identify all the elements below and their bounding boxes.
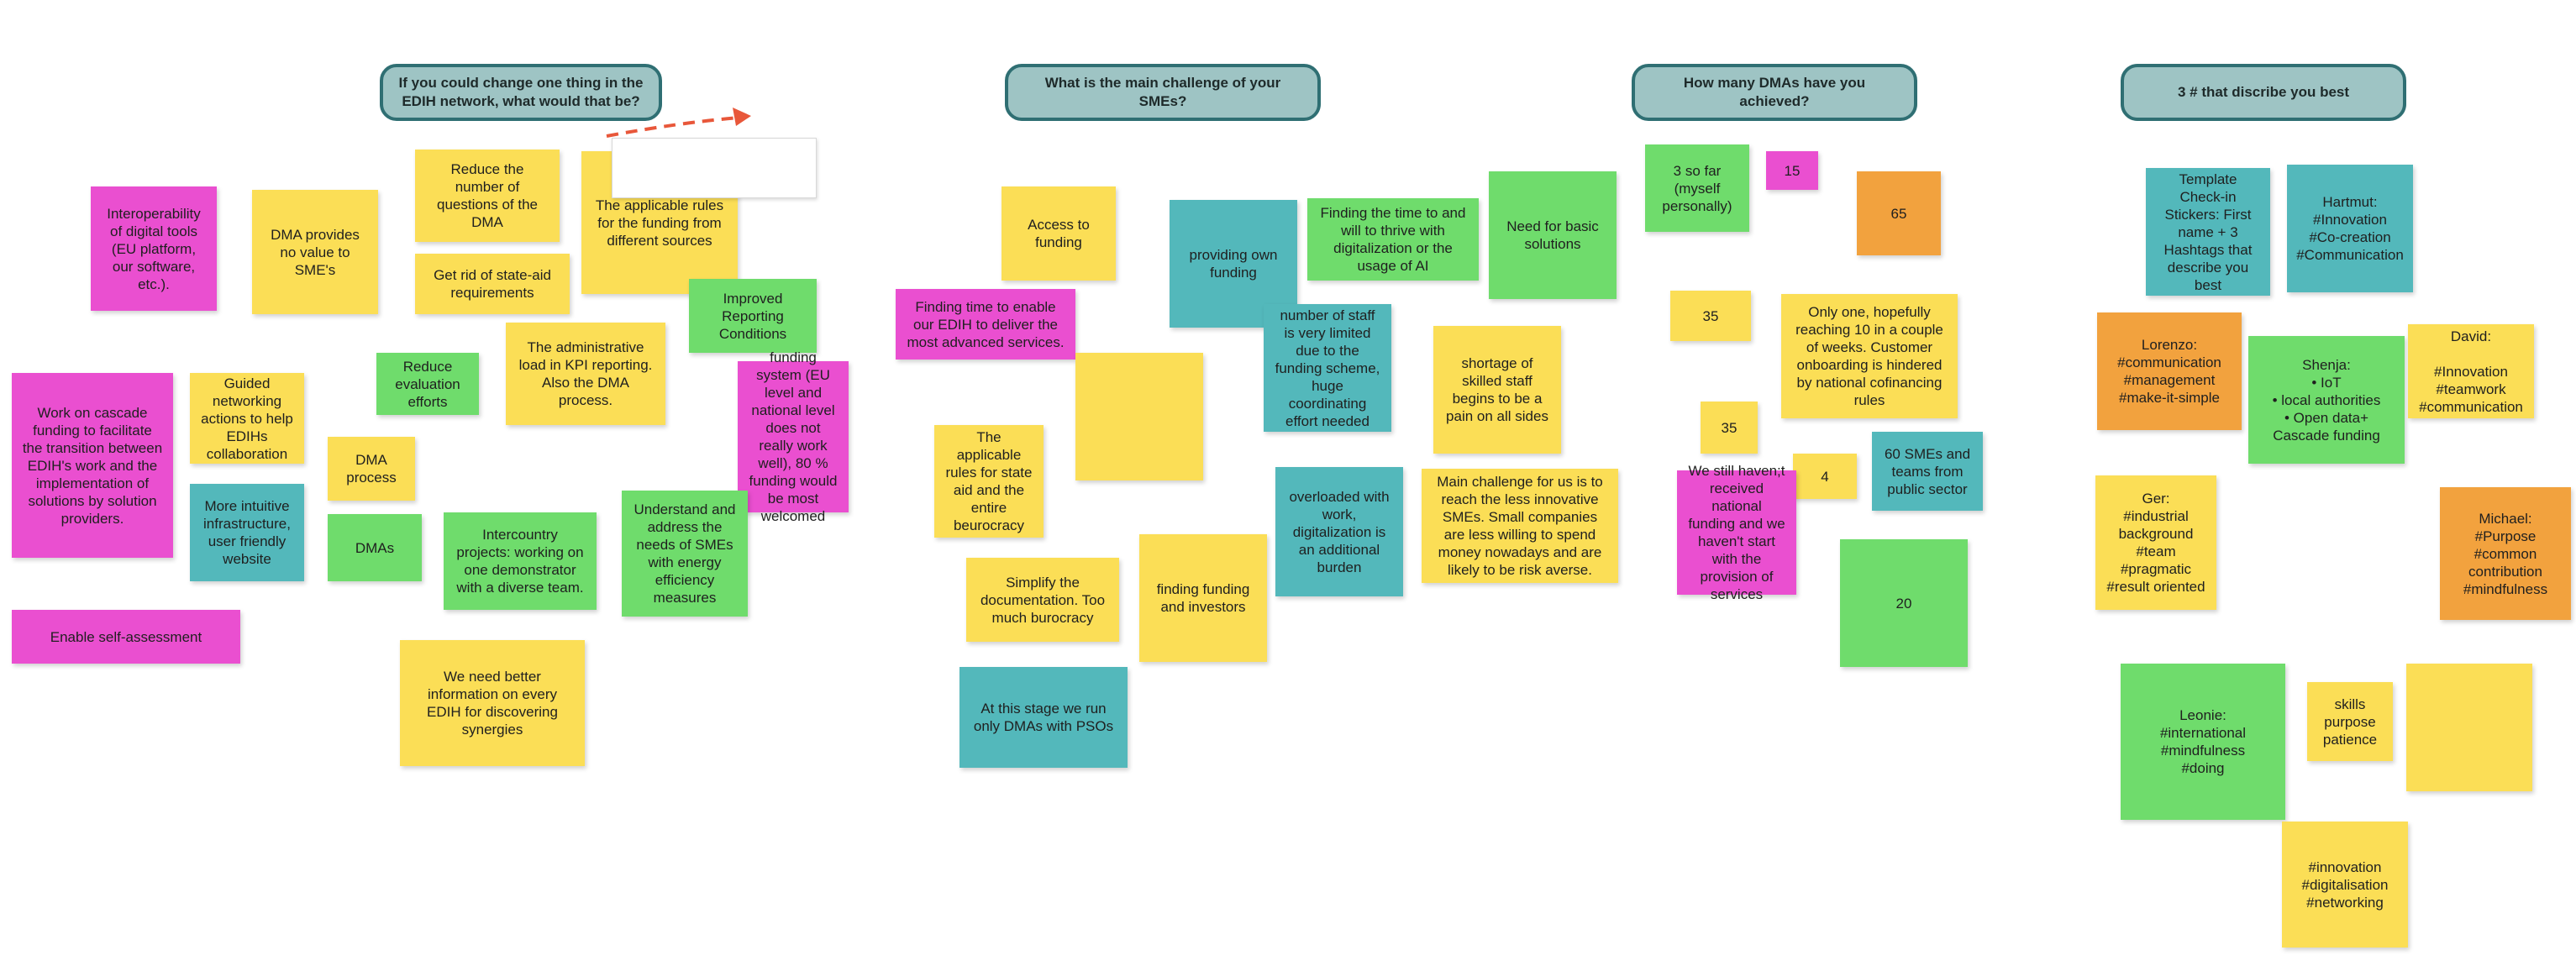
sticky-note[interactable]: The applicable rules for state aid and t… <box>934 425 1044 538</box>
sticky-note[interactable]: DMA provides no value to SME's <box>252 190 378 314</box>
sticky-note[interactable]: Get rid of state-aid requirements <box>415 254 570 314</box>
sticky-note[interactable]: Template Check-in Stickers: First name +… <box>2146 168 2270 296</box>
sticky-note[interactable]: Improved Reporting Conditions <box>689 279 817 353</box>
header-label: 3 # that discribe you best <box>2177 84 2350 100</box>
blank-sticky-note[interactable] <box>1075 353 1203 480</box>
sticky-note[interactable]: finding funding and investors <box>1139 534 1267 662</box>
sticky-note[interactable]: 60 SMEs and teams from public sector <box>1872 432 1983 511</box>
sticky-note[interactable]: Guided networking actions to help EDIHs … <box>190 373 304 464</box>
sticky-note[interactable]: David: #Innovation #teamwork #communicat… <box>2408 324 2534 418</box>
question-header-sme-challenge[interactable]: What is the main challenge of your SMEs? <box>1005 64 1321 121</box>
sticky-note[interactable]: Only one, hopefully reaching 10 in a cou… <box>1781 294 1958 418</box>
sticky-note[interactable]: Shenja: • IoT • local authorities • Open… <box>2248 336 2405 464</box>
sticky-note[interactable]: More intuitive infrastructure, user frie… <box>190 484 304 581</box>
sticky-note[interactable]: 35 <box>1701 402 1758 454</box>
dashed-arrow-connector[interactable] <box>603 104 754 146</box>
sticky-note[interactable]: 20 <box>1840 539 1968 667</box>
sticky-note[interactable]: Ger: #industrial background #team #pragm… <box>2095 475 2216 610</box>
sticky-note[interactable]: DMA process <box>328 437 415 501</box>
sticky-note[interactable]: Need for basic solutions <box>1489 171 1617 299</box>
sticky-note[interactable]: Finding the time to and will to thrive w… <box>1307 198 1479 281</box>
sticky-note[interactable]: funding system (EU level and national le… <box>738 349 849 524</box>
sticky-note[interactable]: Lorenzo: #communication #management #mak… <box>2097 312 2242 430</box>
question-header-hashtags[interactable]: 3 # that discribe you best <box>2121 64 2406 121</box>
sticky-note[interactable]: Understand and address the needs of SMEs… <box>622 491 748 617</box>
sticky-note[interactable]: overloaded with work, digitalization is … <box>1275 467 1403 596</box>
header-label: If you could change one thing in the EDI… <box>398 75 644 109</box>
sticky-note[interactable]: shortage of skilled staff begins to be a… <box>1433 326 1561 454</box>
sticky-note[interactable]: 15 <box>1766 151 1818 190</box>
sticky-note[interactable]: 3 so far (myself personally) <box>1645 144 1749 232</box>
sticky-note[interactable]: The administrative load in KPI reporting… <box>506 323 665 425</box>
sticky-note[interactable]: 35 <box>1670 291 1751 341</box>
sticky-note[interactable]: 65 <box>1857 171 1941 255</box>
sticky-note[interactable]: Work on cascade funding to facilitate th… <box>12 373 173 558</box>
sticky-note[interactable]: Intercountry projects: working on one de… <box>444 512 597 610</box>
blank-white-card[interactable] <box>612 138 817 198</box>
sticky-note[interactable]: DMAs <box>328 514 422 581</box>
sticky-note[interactable]: We need better information on every EDIH… <box>400 640 585 766</box>
sticky-note[interactable]: Leonie: #international #mindfulness #doi… <box>2121 664 2285 820</box>
sticky-note[interactable]: Interoperability of digital tools (EU pl… <box>91 186 217 311</box>
question-header-change-edih[interactable]: If you could change one thing in the EDI… <box>380 64 662 121</box>
sticky-note[interactable]: Enable self-assessment <box>12 610 240 664</box>
sticky-note[interactable]: Main challenge for us is to reach the le… <box>1422 469 1618 583</box>
sticky-note[interactable]: Simplify the documentation. Too much bur… <box>966 558 1119 642</box>
sticky-note[interactable]: Reduce the number of questions of the DM… <box>415 150 560 242</box>
sticky-note[interactable]: skills purpose patience <box>2307 682 2393 761</box>
sticky-note[interactable]: Reduce evaluation efforts <box>376 353 479 415</box>
header-label: How many DMAs have you achieved? <box>1683 75 1866 109</box>
sticky-note[interactable]: 4 <box>1793 454 1857 499</box>
blank-sticky-note[interactable] <box>2406 664 2532 791</box>
header-label: What is the main challenge of your SMEs? <box>1044 75 1281 109</box>
sticky-note[interactable]: Michael: #Purpose #common contribution #… <box>2440 487 2571 620</box>
sticky-note[interactable]: number of staff is very limited due to t… <box>1264 304 1391 432</box>
sticky-note[interactable]: Hartmut: #Innovation #Co-creation #Commu… <box>2287 165 2413 292</box>
sticky-note[interactable]: Access to funding <box>1001 186 1116 281</box>
sticky-note[interactable]: #innovation #digitalisation #networking <box>2282 822 2408 948</box>
sticky-note[interactable]: providing own funding <box>1170 200 1297 328</box>
sticky-note[interactable]: At this stage we run only DMAs with PSOs <box>959 667 1128 768</box>
sticky-note[interactable]: Finding time to enable our EDIH to deliv… <box>896 289 1075 360</box>
sticky-note[interactable]: We still haven;t received national fundi… <box>1677 463 1796 602</box>
question-header-dmas-achieved[interactable]: How many DMAs have you achieved? <box>1632 64 1917 121</box>
